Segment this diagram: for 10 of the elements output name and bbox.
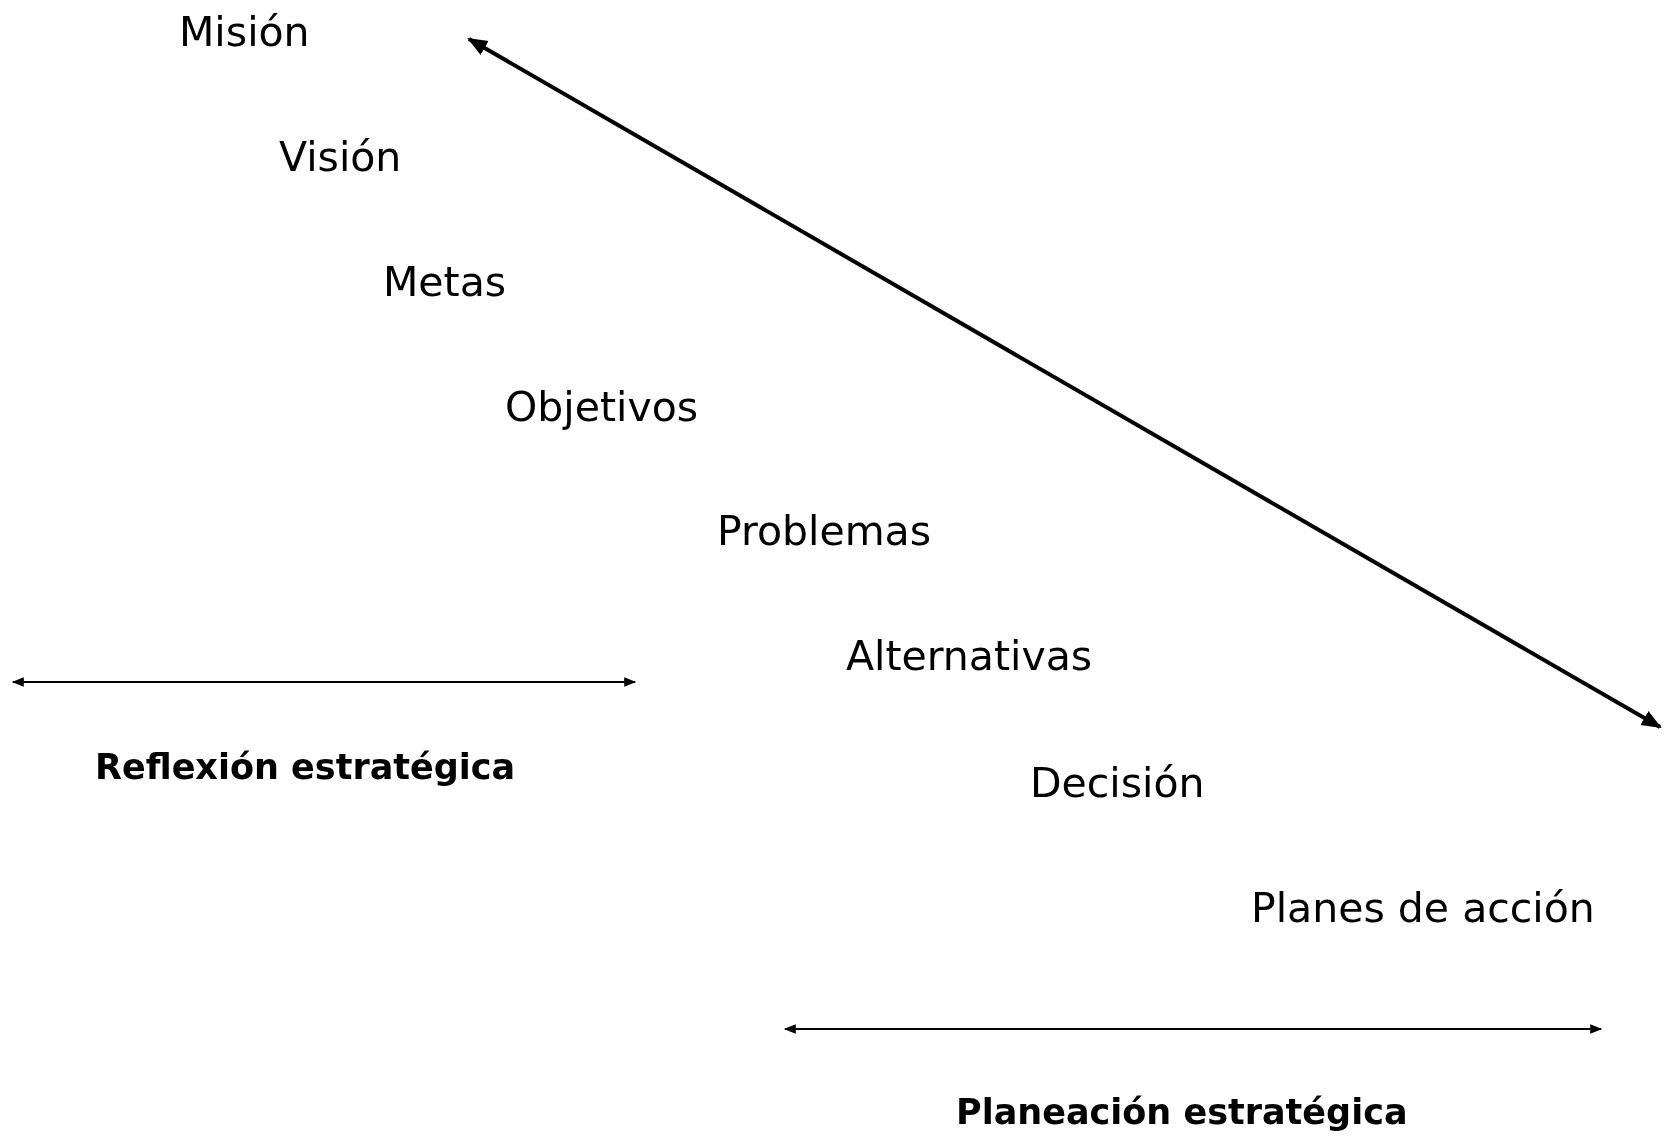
- step-label: Visión: [279, 136, 402, 178]
- step-label: Decisión: [1030, 762, 1205, 804]
- step-label: Planes de acción: [1251, 887, 1595, 929]
- step-label: Metas: [383, 261, 507, 303]
- step-label: Problemas: [717, 510, 932, 552]
- step-label: Misión: [179, 11, 310, 53]
- section-label: Reflexión estratégica: [95, 749, 516, 785]
- step-label: Objetivos: [505, 386, 699, 428]
- section-label: Planeación estratégica: [956, 1094, 1408, 1130]
- step-label: Alternativas: [846, 635, 1093, 677]
